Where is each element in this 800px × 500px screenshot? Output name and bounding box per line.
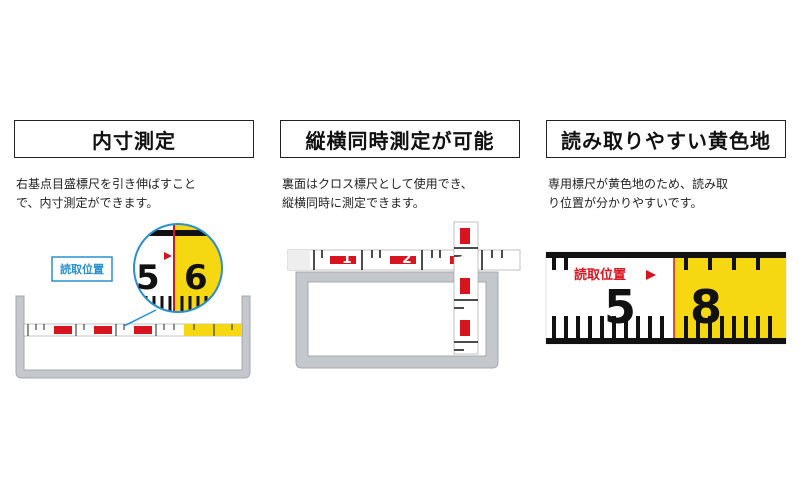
- cross-measurement-illustration: [287, 221, 521, 369]
- big-digit-right: 8: [690, 280, 723, 334]
- read-position-text: 読取位置: [60, 263, 104, 276]
- panel-title: 内寸測定: [14, 120, 254, 158]
- big-digit-left: 5: [604, 280, 637, 334]
- desc-line: り位置が分かりやすいです。: [548, 196, 703, 210]
- ruler-digit: 2: [402, 251, 412, 267]
- read-position-label: [51, 256, 113, 282]
- panel-description: 専用標尺が黄色地のため、読み取 り位置が分かりやすいです。: [548, 175, 784, 213]
- desc-line: で、内寸測定ができます。: [16, 196, 159, 210]
- yellow-ruler-illustration: [545, 251, 787, 345]
- ruler-strip: [23, 323, 243, 337]
- panel-title: 縦横同時測定が可能: [280, 120, 520, 158]
- desc-line: 縦横同時に測定できます。: [282, 196, 425, 210]
- panel-description: 右基点目盛標尺を引き伸ばすこと で、内寸測定ができます。: [16, 175, 252, 213]
- ruler-digit: 1: [342, 251, 352, 267]
- zoom-digit-right: 6: [184, 258, 208, 298]
- desc-line: 専用標尺が黄色地のため、読み取: [548, 177, 729, 191]
- ruler-digit: 3: [456, 251, 466, 267]
- panel-description: 裏面はクロス標尺として使用でき、 縦横同時に測定できます。: [282, 175, 518, 213]
- inner-measurement-illustration: [15, 223, 251, 379]
- panel-cross-measurement: 縦横同時測定が可能 裏面はクロス標尺として使用でき、 縦横同時に測定できます。: [280, 120, 521, 380]
- read-position-text: 読取位置: [574, 268, 627, 283]
- desc-line: 右基点目盛標尺を引き伸ばすこと: [16, 177, 197, 191]
- zoom-digit-left: 5: [136, 258, 160, 298]
- panel-yellow-background: 読み取りやすい黄色地 専用標尺が黄色地のため、読み取 り位置が分かりやすいです。…: [545, 120, 787, 380]
- panel-title: 読み取りやすい黄色地: [546, 120, 786, 158]
- vertical-ruler: [453, 221, 479, 355]
- panel-inner-measurement: 内寸測定 右基点目盛標尺を引き伸ばすこと で、内寸測定ができます。: [14, 120, 254, 380]
- u-channel-frame: [15, 295, 251, 379]
- zoom-circle: [123, 223, 223, 327]
- desc-line: 裏面はクロス標尺として使用でき、: [282, 177, 473, 191]
